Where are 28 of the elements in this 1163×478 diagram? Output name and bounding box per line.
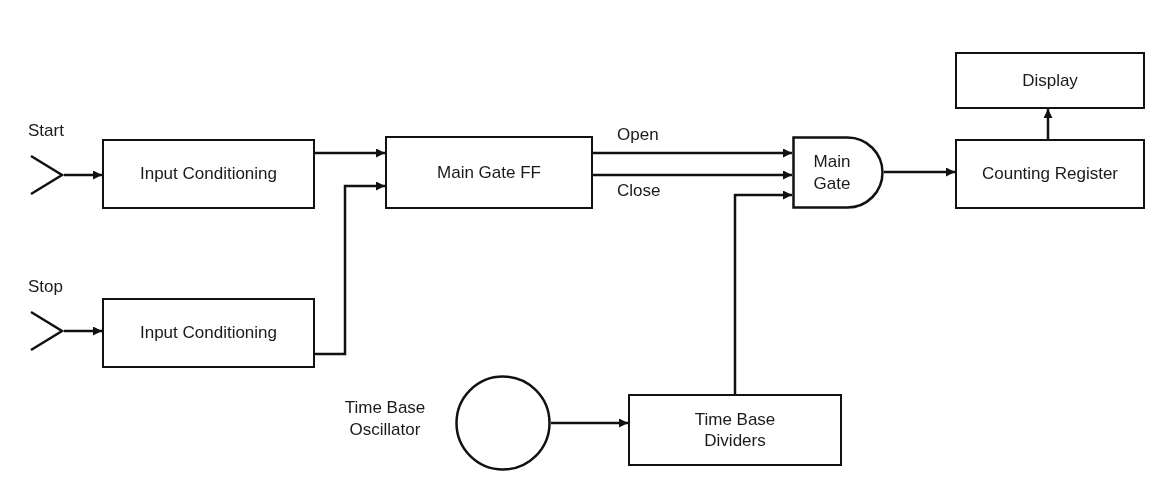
block-label: Input Conditioning xyxy=(139,163,277,185)
arrow xyxy=(551,418,628,428)
process-box xyxy=(102,298,315,368)
gate-label: Main Gate xyxy=(812,151,852,194)
block-label: Time Base Dividers xyxy=(693,408,777,452)
arrow xyxy=(1043,109,1053,139)
signal-label: Start xyxy=(28,120,64,142)
process-box xyxy=(385,136,593,209)
process-box xyxy=(955,52,1145,109)
block-label: Input Conditioning xyxy=(139,322,277,344)
process-box xyxy=(628,394,842,466)
and-gate xyxy=(792,136,884,209)
block-label: Main Gate FF xyxy=(437,161,541,184)
block-label: Counting Register xyxy=(981,163,1119,185)
block-label: Display xyxy=(1022,69,1078,92)
arrow xyxy=(884,167,955,177)
arrow xyxy=(593,170,792,180)
arrow xyxy=(733,190,792,394)
process-box xyxy=(955,139,1145,209)
arrow xyxy=(593,148,792,158)
arrow xyxy=(315,148,385,158)
arrow xyxy=(64,326,102,336)
signal-label: Stop xyxy=(28,276,63,298)
process-box xyxy=(102,139,315,209)
arrow xyxy=(315,181,385,356)
edge-label: Open xyxy=(615,125,661,146)
block-label: Time Base Oscillator xyxy=(343,397,427,442)
arrow xyxy=(64,170,102,180)
